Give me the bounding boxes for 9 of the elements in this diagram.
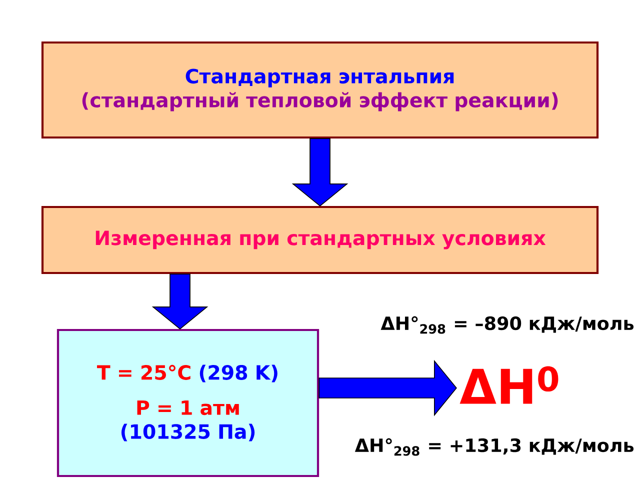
enthalpy-symbol: ΔH$^{0}$ [460,366,558,404]
block-arrow [318,360,457,416]
condition-box: Измеренная при стандартных условиях [41,206,599,274]
block-arrow [292,138,348,206]
block-arrow [152,274,208,330]
title-box: Стандартная энтальпия (стандартный тепловой эффект реакции) [41,41,599,139]
enthalpy-value: ΔH°$_{298}$ = +131,3 кДж/моль [354,438,634,456]
conditions-box: T = 25°C (298 K) P = 1 атм (101325 Па) [56,328,320,478]
enthalpy-value: ΔH°$_{298}$ = –890 кДж/моль [380,316,634,334]
